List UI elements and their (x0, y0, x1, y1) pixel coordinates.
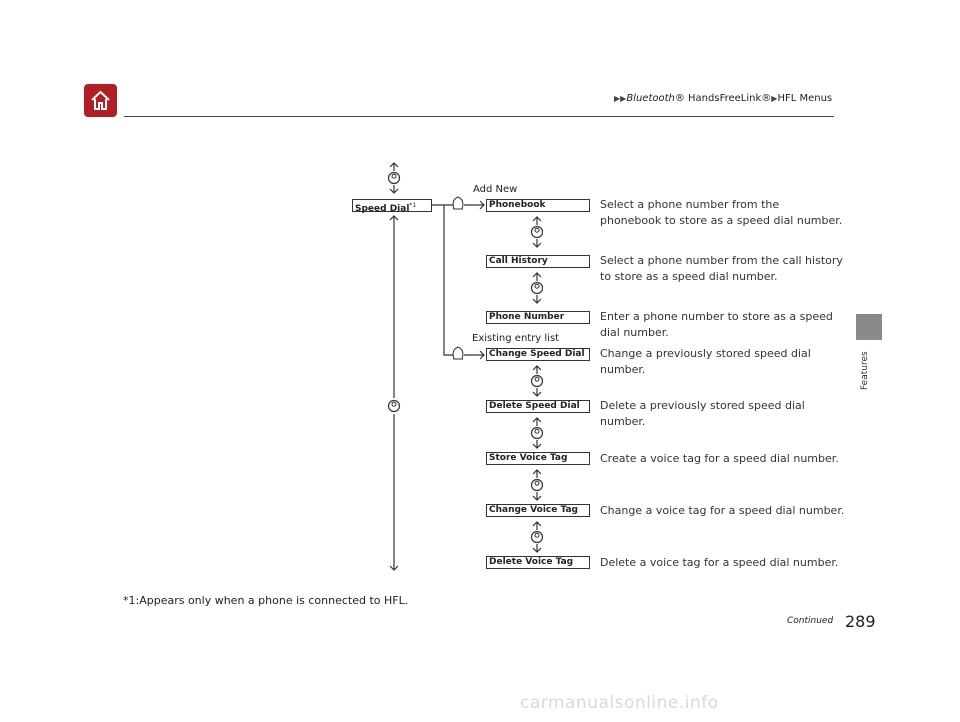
change-speed-dial-description: Change a previously stored speed dial nu… (600, 346, 811, 378)
call-history-menu-item[interactable]: Call History (486, 255, 590, 268)
phone-number-menu-item[interactable]: Phone Number (486, 311, 590, 324)
change-voice-tag-description: Change a voice tag for a speed dial numb… (600, 503, 844, 519)
page-number: 289 (845, 612, 876, 631)
menu-item-label: Phonebook (489, 200, 546, 210)
breadcrumb-current[interactable]: HFL Menus (777, 93, 833, 104)
home-button[interactable] (84, 84, 117, 117)
description-line: Select a phone number from the (600, 198, 780, 211)
speed-dial-menu-item[interactable]: Speed Dial*1 (352, 199, 432, 214)
delete-speed-dial-description: Delete a previously stored speed dial nu… (600, 398, 805, 430)
call-history-description: Select a phone number from the call hist… (600, 253, 843, 285)
description-line: Enter a phone number to store as a speed (600, 310, 833, 323)
scroll-arrow-icon (389, 215, 399, 571)
description-line: Delete a voice tag for a speed dial numb… (600, 556, 839, 569)
delete-voice-tag-description: Delete a voice tag for a speed dial numb… (600, 555, 838, 571)
description-line: Delete a previously stored speed dial (600, 399, 805, 412)
home-icon (91, 90, 110, 110)
footnote: *1:Appears only when a phone is connecte… (123, 594, 409, 607)
footnote-ref: *1 (409, 202, 417, 209)
menu-item-label: Delete Speed Dial (489, 401, 580, 411)
selector-knob-icon (387, 399, 401, 413)
menu-item-label: Delete Voice Tag (489, 557, 574, 567)
section-tab[interactable] (856, 314, 882, 340)
phonebook-menu-item[interactable]: Phonebook (486, 199, 590, 212)
description-line: to store as a speed dial number. (600, 270, 778, 283)
press-icon (452, 346, 464, 360)
existing-entry-label: Existing entry list (472, 333, 560, 344)
description-line: phonebook to store as a speed dial numbe… (600, 214, 843, 227)
header-rule (124, 116, 834, 117)
selector-knob-icon (389, 163, 400, 193)
description-line: dial number. (600, 326, 669, 339)
description-line: Change a voice tag for a speed dial numb… (600, 504, 845, 517)
store-voice-tag-menu-item[interactable]: Store Voice Tag (486, 452, 590, 465)
speed-dial-label: Speed Dial (355, 204, 410, 214)
phonebook-description: Select a phone number from the phonebook… (600, 197, 842, 229)
store-voice-tag-description: Create a voice tag for a speed dial numb… (600, 451, 839, 467)
registered-mark: ® (674, 93, 685, 104)
breadcrumb-hfl[interactable]: HandsFreeLink (684, 93, 762, 104)
description-line: number. (600, 415, 646, 428)
menu-item-label: Store Voice Tag (489, 453, 568, 463)
delete-voice-tag-menu-item[interactable]: Delete Voice Tag (486, 556, 590, 569)
delete-speed-dial-menu-item[interactable]: Delete Speed Dial (486, 400, 590, 413)
change-speed-dial-menu-item[interactable]: Change Speed Dial (486, 348, 590, 361)
arrow-right-icon (464, 200, 485, 360)
continued-label: Continued (787, 616, 834, 626)
menu-item-label: Change Voice Tag (489, 505, 578, 515)
breadcrumb-arrow-icon: ▶ (771, 94, 778, 103)
breadcrumb: ▶▶Bluetooth® HandsFreeLink®▶HFL Menus (614, 93, 832, 104)
description-line: Change a previously stored speed dial (600, 347, 811, 360)
add-new-label: Add New (473, 184, 518, 195)
watermark: carmanualsonline.info (520, 693, 719, 713)
press-icon (452, 196, 464, 210)
phone-number-description: Enter a phone number to store as a speed… (600, 309, 833, 341)
breadcrumb-arrow-icon: ▶▶ (614, 94, 627, 103)
change-voice-tag-menu-item[interactable]: Change Voice Tag (486, 504, 590, 517)
menu-item-label: Phone Number (489, 312, 565, 322)
menu-item-label: Change Speed Dial (489, 349, 585, 359)
description-line: number. (600, 363, 646, 376)
breadcrumb-bluetooth[interactable]: Bluetooth (626, 93, 675, 104)
description-line: Select a phone number from the call hist… (600, 254, 843, 267)
registered-mark: ® (761, 93, 772, 104)
menu-item-label: Call History (489, 256, 548, 266)
description-line: Create a voice tag for a speed dial numb… (600, 452, 839, 465)
